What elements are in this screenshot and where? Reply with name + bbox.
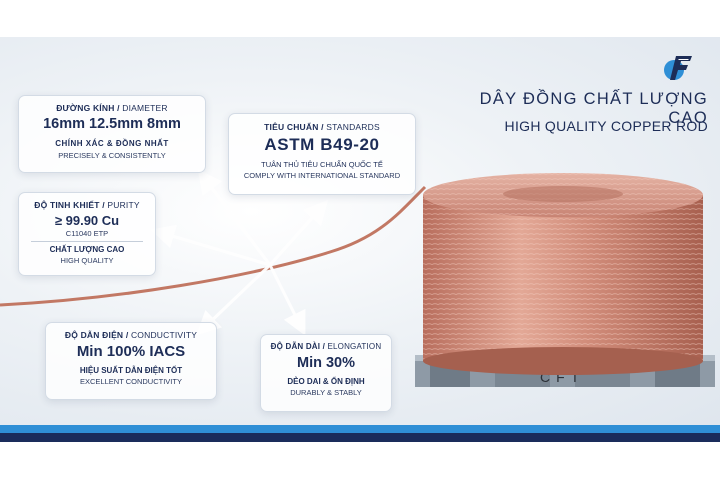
- conductivity-desc-en: EXCELLENT CONDUCTIVITY: [80, 377, 182, 386]
- diameter-label: ĐƯỜNG KÍNH / DIAMETER: [56, 103, 168, 113]
- diameter-card: ĐƯỜNG KÍNH / DIAMETER 16mm 12.5mm 8mm CH…: [18, 95, 206, 173]
- accent-stripe-light: [0, 425, 720, 433]
- standards-desc-en: COMPLY WITH INTERNATIONAL STANDARD: [243, 171, 401, 180]
- company-logo: [664, 56, 692, 80]
- standards-value: ASTM B49-20: [264, 135, 380, 154]
- copper-wire: [0, 185, 427, 307]
- diameter-desc-en: PRECISELY & CONSISTENTLY: [58, 151, 166, 160]
- accent-stripe-dark: [0, 433, 720, 442]
- purity-card: ĐỘ TINH KHIẾT / PURITY ≥ 99.90 Cu C11040…: [18, 192, 156, 276]
- diameter-values: 16mm 12.5mm 8mm: [43, 116, 181, 132]
- elongation-label: ĐỘ DÃN DÀI / ELONGATION: [270, 342, 382, 351]
- copper-coil: [423, 173, 703, 375]
- standards-card: TIÊU CHUẨN / STANDARDS ASTM B49-20 TUÂN …: [228, 113, 416, 195]
- purity-desc-vn: CHẤT LƯỢNG CAO: [49, 245, 125, 254]
- conductivity-label: ĐỘ DẪN ĐIỆN / CONDUCTIVITY: [64, 330, 198, 340]
- callout-arrows: [150, 169, 328, 336]
- elongation-desc-vn: DẺO DAI & ỔN ĐỊNH: [287, 377, 365, 386]
- purity-divider: [31, 241, 143, 242]
- purity-value: ≥ 99.90 Cu: [54, 213, 120, 228]
- elongation-desc-en: DURABLY & STABLY: [290, 388, 362, 397]
- title-english: HIGH QUALITY COPPER ROD: [504, 118, 708, 134]
- elongation-value: Min 30%: [296, 355, 355, 371]
- diameter-desc-vn: CHÍNH XÁC & ĐỒNG NHẤT: [55, 139, 169, 148]
- product-scene: CFT: [0, 169, 715, 387]
- conductivity-card: ĐỘ DẪN ĐIỆN / CONDUCTIVITY Min 100% IACS…: [45, 322, 217, 400]
- standards-label: TIÊU CHUẨN / STANDARDS: [264, 122, 380, 132]
- title-vietnamese: DÂY ĐỒNG CHẤT LƯỢNG CAO: [479, 90, 708, 127]
- conductivity-value: Min 100% IACS: [76, 343, 186, 360]
- standards-desc-vn: TUÂN THỦ TIÊU CHUẨN QUỐC TẾ: [261, 160, 383, 169]
- purity-desc-en: HIGH QUALITY: [60, 256, 114, 265]
- purity-grade: C11040 ETP: [65, 229, 109, 238]
- conductivity-desc-vn: HIỆU SUẤT DẪN ĐIỆN TỐT: [79, 366, 183, 375]
- purity-label: ĐỘ TINH KHIẾT / PURITY: [34, 200, 140, 210]
- elongation-card: ĐỘ DÃN DÀI / ELONGATION Min 30% DẺO DAI …: [260, 334, 392, 412]
